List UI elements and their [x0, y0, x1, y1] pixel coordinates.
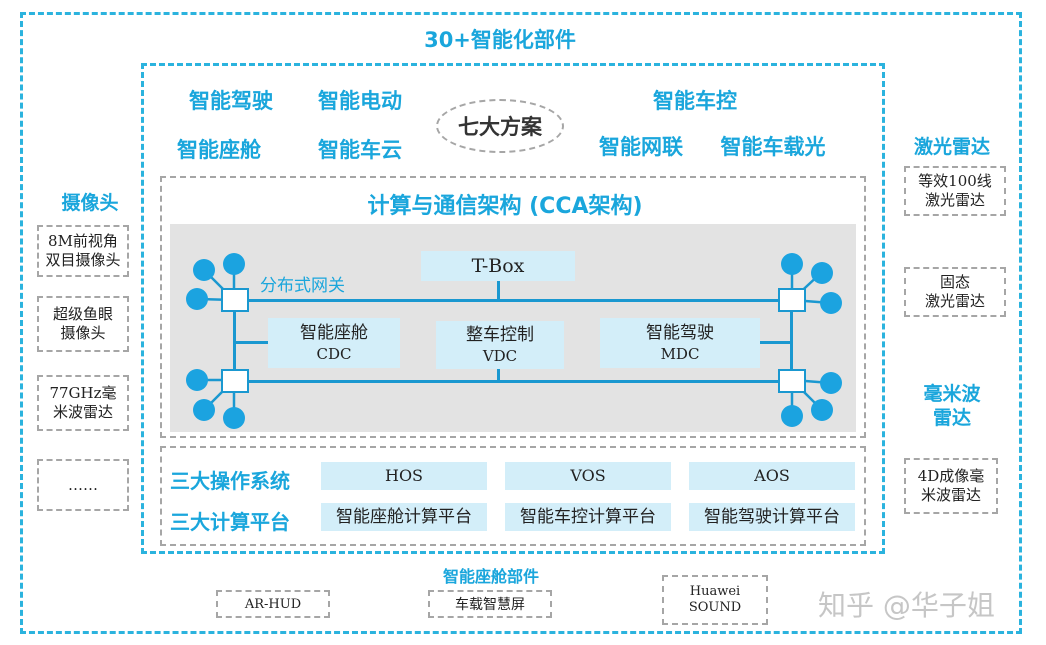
- outer-frame: [20, 12, 1022, 634]
- inner-frame: [141, 63, 885, 554]
- mdc-link-line: [760, 341, 793, 344]
- sensor-node: [820, 292, 842, 314]
- platform-frame: [160, 446, 866, 546]
- solution-smart-car-cloud: 智能车云: [318, 138, 402, 162]
- bottom-bus-line: [248, 380, 778, 383]
- lidar-item: 等效100线 激光雷达: [904, 166, 1006, 216]
- compute-cockpit: 智能座舱计算平台: [321, 503, 487, 531]
- sensor-node: [781, 253, 803, 275]
- compute-vehicle-control: 智能车控计算平台: [505, 503, 671, 531]
- solution-smart-cockpit: 智能座舱: [177, 138, 261, 162]
- sensor-node: [223, 253, 245, 275]
- cdc-line2: CDC: [316, 344, 352, 363]
- camera-item: 77GHz毫 米波雷达: [37, 375, 129, 431]
- sensor-node: [193, 259, 215, 281]
- solution-smart-connectivity: 智能网联: [599, 135, 683, 159]
- gateway-bottom-left: [221, 369, 249, 393]
- gateway-bottom-right: [778, 369, 806, 393]
- os-label: 三大操作系统: [170, 469, 290, 493]
- cockpit-component: Huawei SOUND: [662, 575, 768, 625]
- watermark-text: 知乎 @华子姐: [818, 589, 995, 622]
- vdc-line2: VDC: [482, 346, 518, 365]
- lidar-title: 激光雷达: [913, 136, 990, 158]
- seven-solutions-ellipse: 七大方案: [436, 99, 564, 153]
- compute-driving: 智能驾驶计算平台: [689, 503, 855, 531]
- vdc-link-line: [497, 367, 500, 382]
- gateway-top-left: [221, 288, 249, 312]
- outer-title: 30+智能化部件: [424, 28, 576, 52]
- tbox-link-line: [497, 281, 500, 301]
- mdc-line1: 智能驾驶: [646, 322, 714, 343]
- camera-item: 8M前视角 双目摄像头: [37, 225, 129, 277]
- os-aos: AOS: [689, 462, 855, 490]
- os-hos: HOS: [321, 462, 487, 490]
- camera-title: 摄像头: [61, 192, 119, 214]
- sensor-node: [186, 369, 208, 391]
- cdc-box: 智能座舱 CDC: [268, 318, 400, 368]
- gateway-top-right: [778, 288, 806, 312]
- lidar-item: 固态 激光雷达: [904, 267, 1006, 317]
- cdc-link-line: [235, 341, 268, 344]
- radar-item: 4D成像毫 米波雷达: [904, 458, 998, 514]
- sensor-node: [811, 399, 833, 421]
- cockpit-component: 车载智慧屏: [428, 590, 552, 618]
- solution-smart-vehicle-control: 智能车控: [653, 89, 737, 113]
- cca-title: 计算与通信架构 (CCA架构): [367, 194, 643, 219]
- radar-title: 毫米波 雷达: [923, 383, 981, 429]
- camera-item: ……: [37, 459, 129, 511]
- mdc-box: 智能驾驶 MDC: [600, 318, 760, 368]
- solution-smart-vehicle-light: 智能车载光: [720, 135, 826, 159]
- camera-item: 超级鱼眼 摄像头: [37, 296, 129, 352]
- sensor-node: [781, 405, 803, 427]
- left-bus-line: [233, 312, 236, 370]
- tbox-box: T-Box: [421, 251, 575, 281]
- compute-label: 三大计算平台: [170, 510, 290, 534]
- os-vos: VOS: [505, 462, 671, 490]
- mdc-line2: MDC: [660, 344, 700, 363]
- cockpit-component: AR-HUD: [216, 590, 330, 618]
- sensor-node: [186, 288, 208, 310]
- sensor-node: [193, 399, 215, 421]
- top-bus-line: [248, 299, 778, 302]
- cdc-line1: 智能座舱: [300, 322, 368, 343]
- cockpit-components-title: 智能座舱部件: [442, 567, 539, 586]
- cca-architecture-frame: [160, 176, 866, 438]
- solution-smart-driving: 智能驾驶: [189, 89, 273, 113]
- sensor-node: [223, 407, 245, 429]
- vdc-line1: 整车控制: [466, 324, 534, 345]
- solution-smart-electric: 智能电动: [318, 89, 402, 113]
- tbox-label: T-Box: [471, 254, 525, 277]
- vdc-box: 整车控制 VDC: [436, 321, 564, 369]
- sensor-node: [811, 262, 833, 284]
- sensor-node: [820, 372, 842, 394]
- distributed-gateway-label: 分布式网关: [260, 276, 345, 296]
